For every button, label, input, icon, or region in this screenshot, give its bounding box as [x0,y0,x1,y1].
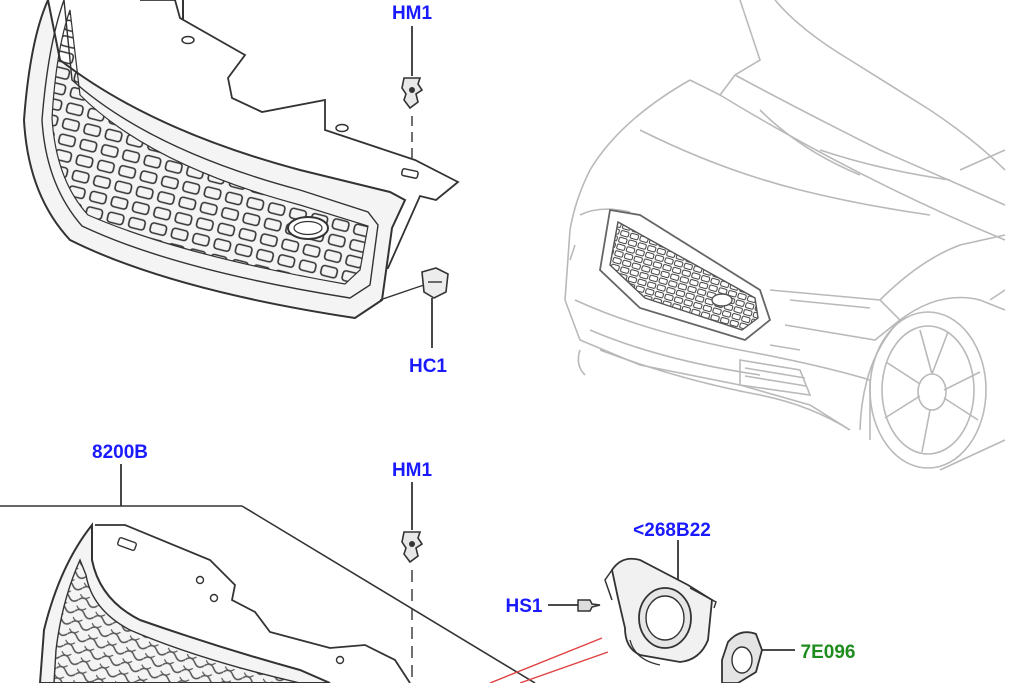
hs1-screw [548,599,601,612]
callout-hm1-top: HM1 [392,3,433,24]
callout-268b22: <268B22 [633,520,711,541]
camera-bracket-268b22 [604,540,717,666]
upper-grille-badge [287,216,329,240]
hm1-bottom-fastener [401,482,424,683]
upper-grille-assembly [22,0,460,320]
upper-grille-mounting-plate [140,0,460,271]
sensor-7e096 [721,631,795,683]
vehicle-illustration [564,0,1006,471]
hm1-top-fastener [401,26,424,160]
lower-grille-mounting-plate [95,524,411,683]
callout-hm1-bottom: HM1 [392,460,433,481]
hc1-clip [414,267,449,348]
lower-grille-assembly [0,464,609,683]
callout-hs1: HS1 [506,596,543,617]
callout-7e096: 7E096 [801,642,856,663]
callout-hc1: HC1 [409,356,447,377]
callout-8200b: 8200B [92,442,148,463]
